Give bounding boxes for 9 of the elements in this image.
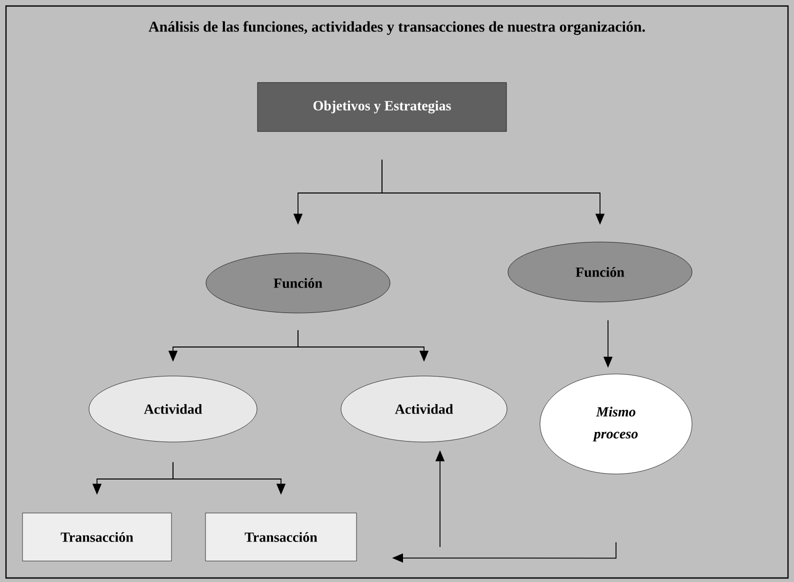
- process-box: Transacción: [205, 512, 357, 562]
- ellipse-node: Función: [508, 242, 692, 302]
- ellipse-node: Actividad: [340, 376, 508, 442]
- process-box: Objetivos y Estrategias: [257, 82, 507, 132]
- ellipse-node: Función: [206, 252, 390, 314]
- title: Análisis de las funciones, actividades y transacciones de nuestra organización.: [148, 21, 645, 35]
- process-box: Transacción: [22, 512, 172, 562]
- ellipse-node: Mismo proceso: [540, 374, 692, 474]
- ellipse-node: Actividad: [88, 376, 258, 442]
